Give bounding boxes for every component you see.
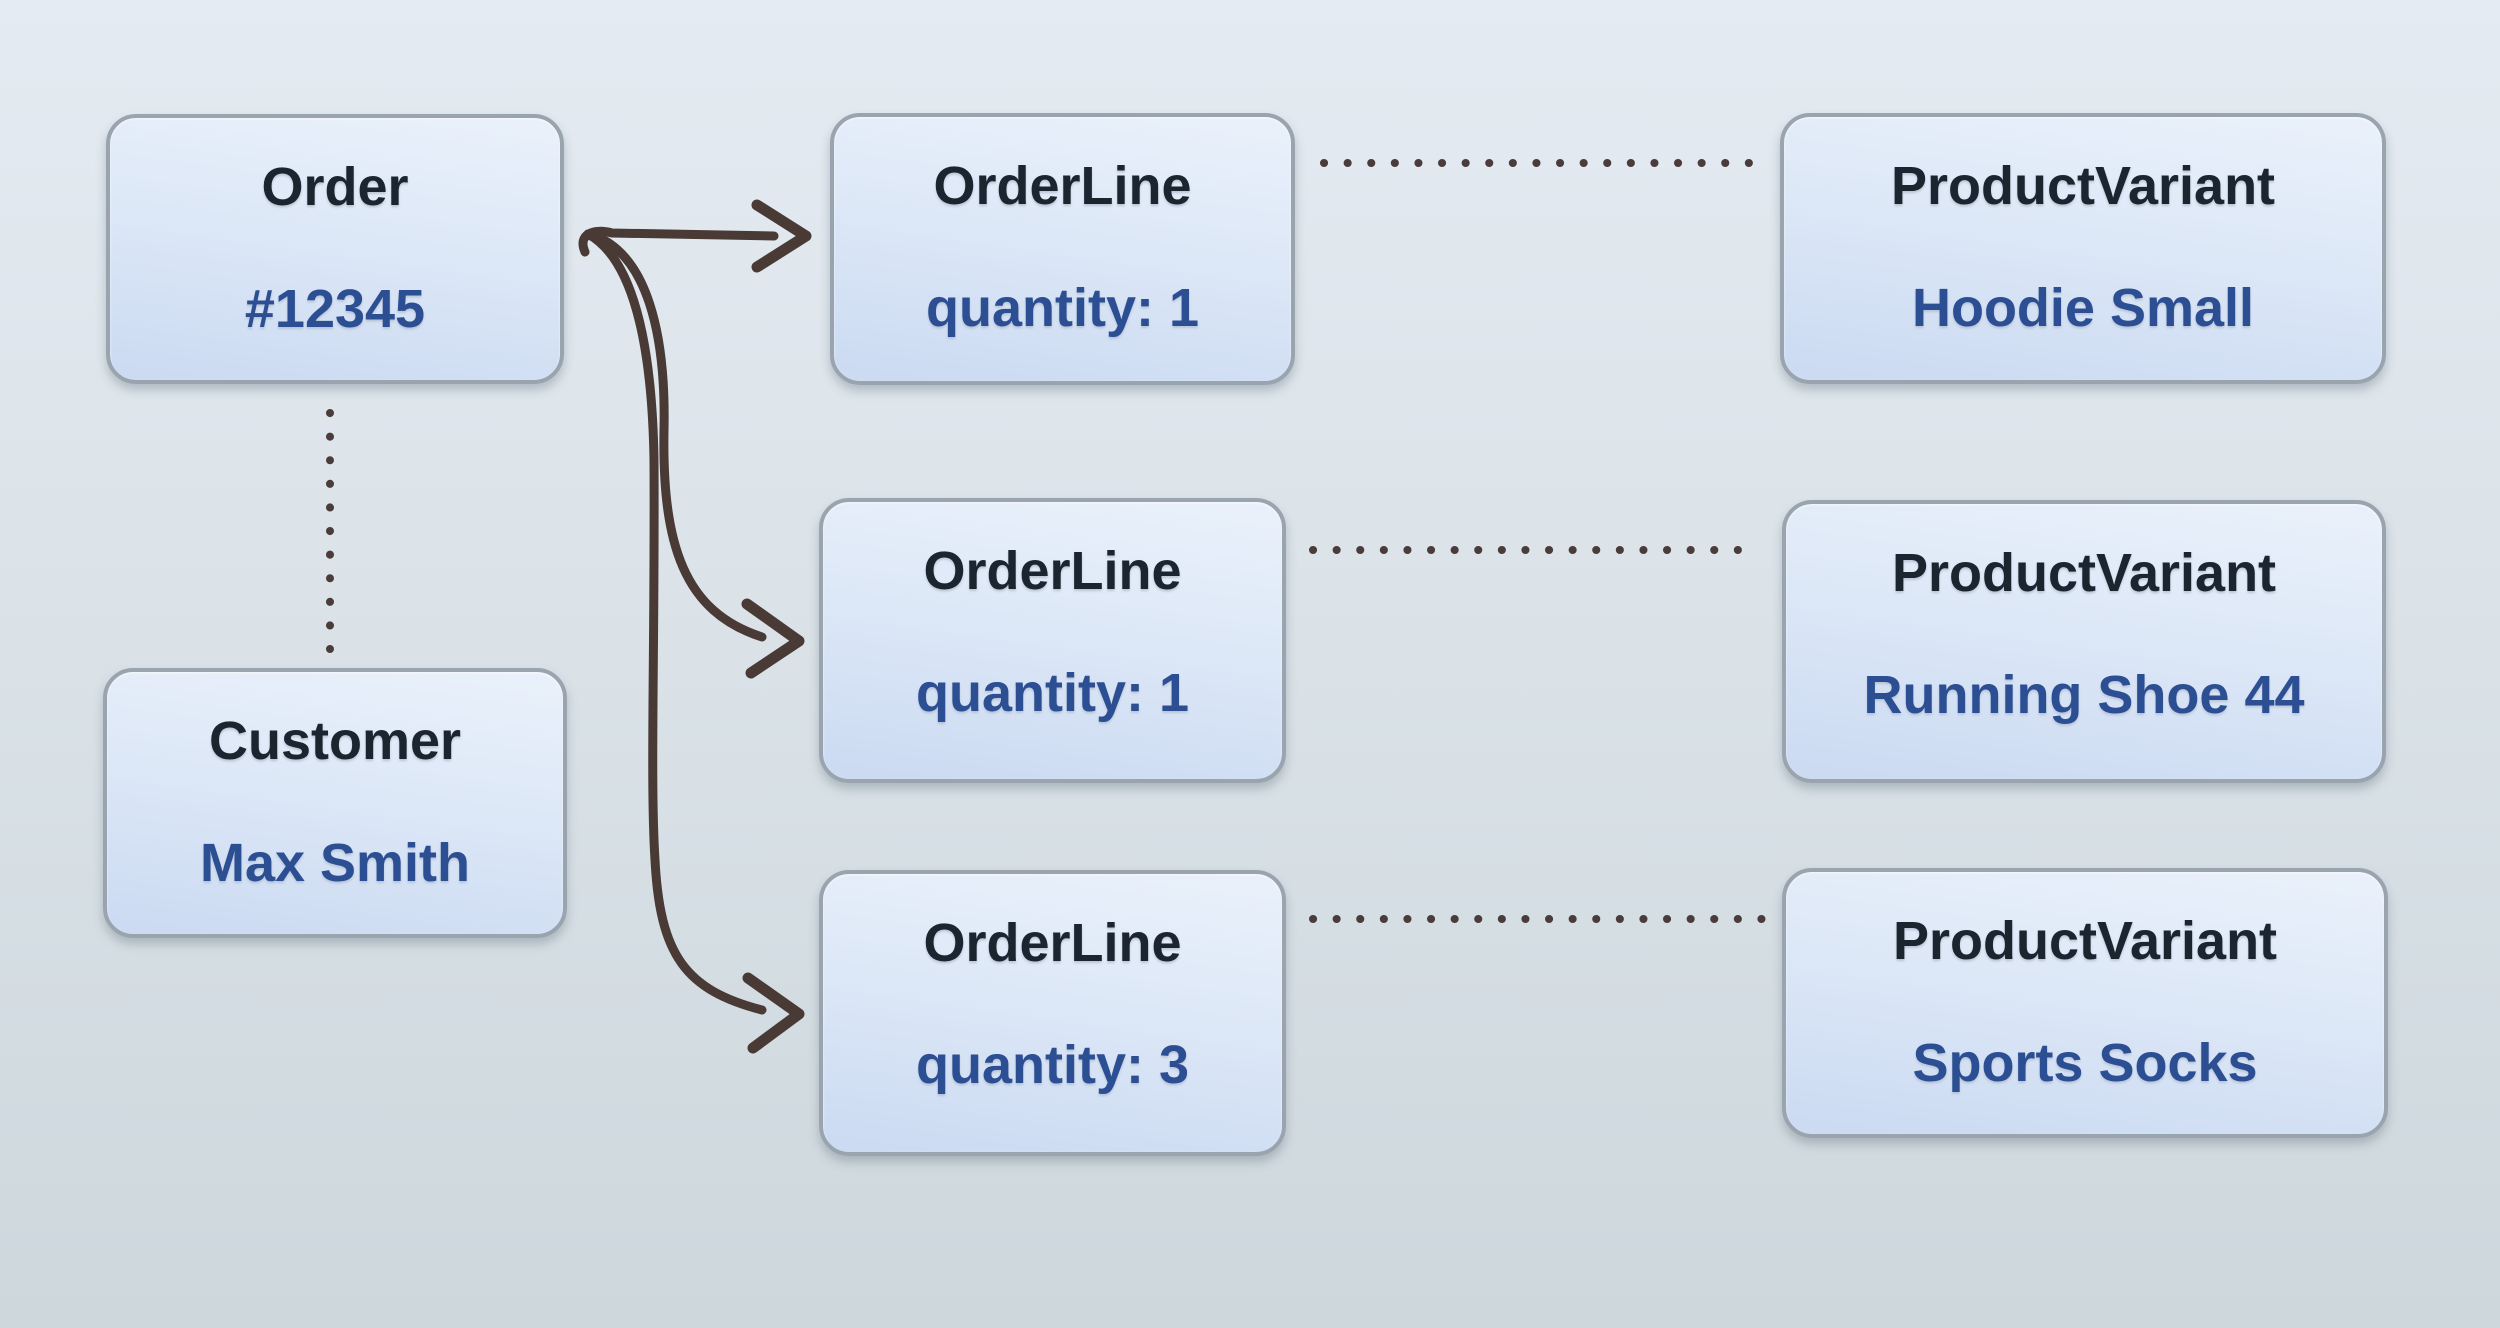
order-node-title: Order xyxy=(261,157,409,217)
order-node: Order #12345 xyxy=(106,114,564,384)
productvariant-node-1: ProductVariant Hoodie Small xyxy=(1780,113,2386,384)
customer-node-value: Max Smith xyxy=(199,833,471,893)
productvariant-node-3-value: Sports Socks xyxy=(1912,1033,2258,1093)
customer-node: Customer Max Smith xyxy=(103,668,567,938)
order-node-value: #12345 xyxy=(244,279,426,339)
productvariant-node-1-value: Hoodie Small xyxy=(1911,278,2255,338)
productvariant-node-2-value: Running Shoe 44 xyxy=(1863,665,2305,725)
orderline-node-1-title: OrderLine xyxy=(933,156,1192,216)
order-orderline1-arrowhead-icon xyxy=(751,199,812,273)
order-orderline2-arrowhead-icon xyxy=(741,598,805,679)
order-orderline3-arrowhead-icon xyxy=(742,972,805,1054)
orderline-node-3-title: OrderLine xyxy=(923,913,1182,973)
orderline-node-2-value: quantity: 1 xyxy=(915,663,1189,723)
order-orderline3-arrow-line xyxy=(583,229,767,1015)
order-orderline1-arrow-line xyxy=(578,226,779,257)
orderline-node-3: OrderLine quantity: 3 xyxy=(819,870,1286,1156)
productvariant-node-1-title: ProductVariant xyxy=(1890,156,2276,216)
orderline-node-1-value: quantity: 1 xyxy=(925,278,1199,338)
productvariant-node-3-title: ProductVariant xyxy=(1892,911,2278,971)
productvariant-node-2: ProductVariant Running Shoe 44 xyxy=(1782,500,2386,783)
productvariant-node-3: ProductVariant Sports Socks xyxy=(1782,868,2388,1138)
orderline-node-2: OrderLine quantity: 1 xyxy=(819,498,1286,783)
order-orderline2-arrow-line xyxy=(585,229,767,642)
orderline-node-2-title: OrderLine xyxy=(923,541,1182,601)
customer-node-title: Customer xyxy=(208,711,462,771)
orderline-node-1: OrderLine quantity: 1 xyxy=(830,113,1295,385)
orderline-node-3-value: quantity: 3 xyxy=(915,1035,1189,1095)
productvariant-node-2-title: ProductVariant xyxy=(1891,543,2277,603)
